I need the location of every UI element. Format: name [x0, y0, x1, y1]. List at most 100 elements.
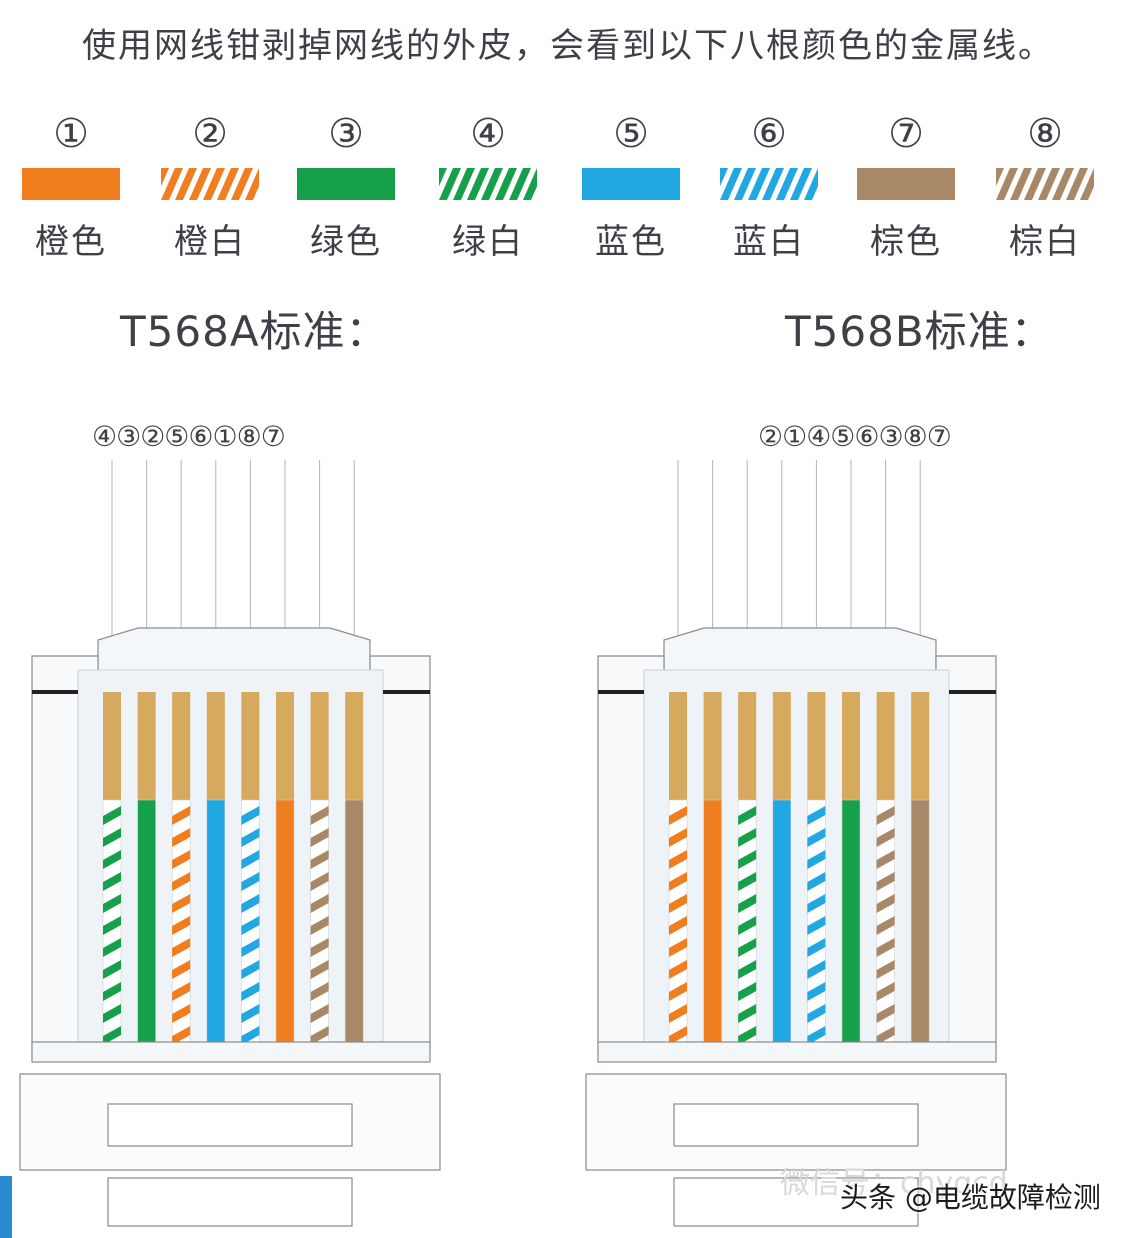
wire-stripe [669, 938, 687, 957]
swatch-stripe [523, 168, 537, 200]
wire-橙色 [275, 799, 295, 1043]
wire-stripe [738, 982, 757, 1001]
wire-stripe [103, 982, 121, 1001]
legend-swatch [582, 168, 680, 200]
base-slot [107, 1103, 353, 1147]
solid-swatch [582, 168, 680, 200]
wire-stripe [172, 982, 191, 1001]
wire-stripe [669, 960, 687, 979]
wire-stripe [172, 938, 191, 957]
t568b-connector [585, 460, 1007, 1227]
t568b-pin-order: ②①④⑤⑥③⑧⑦ [758, 420, 952, 453]
swatch-stripe [175, 168, 197, 200]
wire-stripe [876, 1026, 895, 1045]
gold-contact [206, 692, 225, 800]
wire-stripe [738, 894, 757, 913]
wire-stripe [103, 1004, 121, 1023]
corner-accent [0, 1176, 12, 1238]
wire-stripe [172, 1026, 191, 1045]
wire-stripe [669, 1026, 687, 1045]
stripe-group [996, 168, 1094, 200]
stripe-group [161, 168, 259, 200]
gold-contact [772, 692, 791, 800]
wire-stripe [310, 916, 329, 935]
wire-绿色 [841, 799, 861, 1043]
page-title: 使用网线钳剥掉网线的外皮，会看到以下八根颜色的金属线。 [82, 26, 1054, 66]
wire-stripe [738, 916, 757, 935]
stripe-group [439, 168, 537, 200]
swatch-stripe [189, 168, 211, 200]
legend-label: 橙色 [35, 222, 107, 262]
legend-swatch [857, 168, 955, 200]
wire-stripe [807, 872, 826, 891]
legend-number: ③ [328, 111, 364, 157]
wire-stripe [807, 960, 826, 979]
wire-蓝色 [772, 799, 792, 1043]
housing-band [597, 1041, 997, 1063]
t568a-title: T568A标准： [120, 307, 389, 356]
legend-item-1: ① 橙色 [21, 110, 121, 263]
solid-swatch [297, 168, 395, 200]
gold-contact [137, 692, 156, 800]
solid-swatch [857, 168, 955, 200]
wire-stripe [738, 1004, 757, 1023]
wire-stripe [172, 872, 191, 891]
gold-contact [807, 692, 826, 800]
latch-tab [673, 1177, 919, 1227]
wire-stripe [807, 982, 826, 1001]
wire-stripe [172, 828, 191, 847]
wire-stripe [738, 850, 757, 869]
legend-number: ② [192, 111, 228, 157]
connector-inner [643, 669, 950, 1043]
wire-stripe [241, 982, 260, 1001]
wire-stripe [310, 1004, 329, 1023]
wire-stripe [669, 806, 687, 825]
wire-stripe [738, 806, 757, 825]
legend-item-7: ⑦ 棕色 [856, 110, 956, 263]
swatch-stripe [509, 168, 531, 200]
gold-contact [703, 692, 722, 800]
wire-stripe [310, 872, 329, 891]
wire-stripe [310, 828, 329, 847]
legend-item-4: ④ 绿白 [438, 110, 538, 263]
wire-stripe [241, 938, 260, 957]
swatch-stripe [1066, 168, 1088, 200]
swatch-stripe [439, 168, 461, 200]
swatch-stripe [996, 168, 1018, 200]
swatch-stripe [495, 168, 517, 200]
wire-stripe [738, 1026, 757, 1045]
latch-tab [107, 1177, 353, 1227]
wire-stripe [738, 872, 757, 891]
wire-橙色 [703, 799, 722, 1043]
swatch-stripe [481, 168, 503, 200]
swatch-stripe [161, 168, 169, 187]
legend-number: ⑦ [888, 111, 924, 157]
wire-stripe [241, 828, 260, 847]
legend-swatch [996, 168, 1094, 200]
wire-stripe [876, 806, 895, 825]
wire-stripe [876, 828, 895, 847]
wire-stripe [103, 960, 121, 979]
swatch-stripe [720, 168, 728, 187]
gold-contact [345, 692, 364, 800]
wire-绿色 [137, 799, 156, 1043]
legend-item-6: ⑥ 蓝白 [719, 110, 819, 263]
legend-item-3: ③ 绿色 [296, 110, 396, 263]
wire-stripe [669, 982, 687, 1001]
wire-stripe [310, 960, 329, 979]
wire-stripe [241, 872, 260, 891]
legend-label: 橙白 [174, 222, 246, 262]
wire-stripe [310, 894, 329, 913]
wire-stripe [876, 938, 895, 957]
t568a-connector [19, 460, 441, 1227]
wire-棕色 [344, 799, 364, 1043]
wire-stripe [669, 828, 687, 847]
swatch-stripe [1080, 168, 1094, 200]
legend-number: ④ [470, 111, 506, 157]
wire-stripe [310, 982, 329, 1001]
swatch-stripe [734, 168, 756, 200]
legend-number: ⑧ [1027, 111, 1063, 157]
wire-stripe [807, 850, 826, 869]
wire-stripe [172, 916, 191, 935]
wire-stripe [807, 894, 826, 913]
